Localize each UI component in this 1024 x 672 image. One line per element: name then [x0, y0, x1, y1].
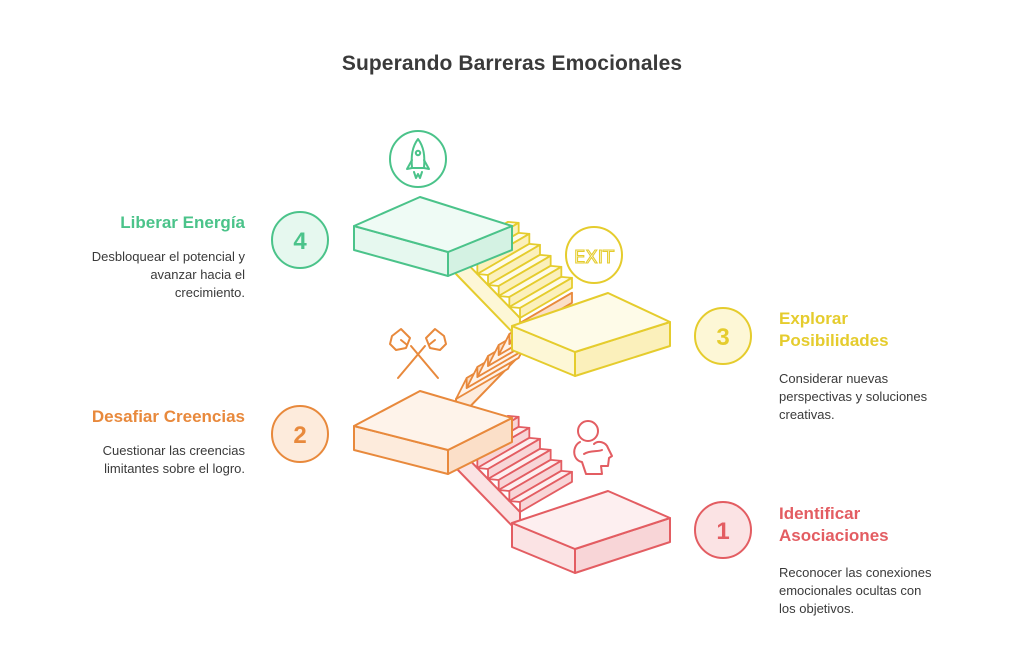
step-2-desc-line: Cuestionar las creencias	[102, 443, 245, 458]
exit-sign-icon: EXIT	[565, 226, 623, 284]
exit-sign-label: EXIT	[574, 247, 615, 268]
rocket-icon	[389, 130, 447, 188]
step-2-description: Cuestionar las creencias limitantes sobr…	[50, 442, 245, 478]
platform-step-2	[353, 390, 513, 475]
step-4-description: Desbloquear el potencial y avanzar hacia…	[50, 248, 245, 302]
step-1-title-line: Identificar	[779, 504, 861, 523]
step-3-description: Considerar nuevas perspectivas y solucio…	[779, 370, 999, 424]
step-number-2: 2	[293, 422, 306, 449]
step-3-title: Explorar Posibilidades	[779, 308, 999, 352]
step-number-circle-1: 1	[694, 501, 752, 559]
step-2-title: Desafiar Creencias	[50, 406, 245, 428]
step-3-desc-line: perspectivas y soluciones	[779, 389, 928, 404]
person-head-icon	[573, 420, 613, 475]
step-number-circle-3: 3	[694, 307, 752, 365]
step-number-circle-4: 4	[271, 211, 329, 269]
stairs-3-to-4-riser	[519, 276, 573, 319]
platform-4-top-face	[353, 196, 513, 253]
platform-step-3	[511, 292, 671, 377]
step-1-description: Reconocer las conexiones emocionales ocu…	[779, 564, 999, 618]
step-4-desc-line: avanzar hacia el	[150, 267, 245, 282]
step-1-title-line: Asociaciones	[779, 526, 889, 545]
step-4-desc-line: crecimiento.	[174, 285, 245, 300]
platform-2-top-face	[353, 390, 513, 451]
step-1-desc-line: Reconocer las conexiones	[779, 565, 932, 580]
step-number-4: 4	[293, 228, 307, 255]
diagram-title: Superando Barreras Emocionales	[341, 52, 683, 75]
step-3-title-line: Explorar	[779, 309, 848, 328]
step-4-desc-line: Desbloquear el potencial y	[91, 249, 245, 264]
platform-1-top-face	[511, 490, 671, 550]
step-3-desc-line: Considerar nuevas	[779, 371, 889, 386]
step-4-title-line: Liberar Energía	[120, 213, 245, 232]
step-number-circle-2: 2	[271, 405, 329, 463]
step-1-title: Identificar Asociaciones	[779, 503, 999, 547]
step-number-3: 3	[716, 324, 729, 351]
step-3-desc-line: creativas.	[779, 407, 835, 422]
platform-step-4	[353, 196, 513, 277]
platform-step-1	[511, 490, 671, 574]
step-3-title-line: Posibilidades	[779, 331, 889, 350]
step-1-desc-line: emocionales ocultas con	[779, 583, 922, 598]
step-2-desc-line: limitantes sobre el logro.	[104, 461, 245, 476]
step-2-title-line: Desafiar Creencias	[91, 407, 245, 426]
platform-3-top-face	[511, 292, 671, 353]
hands-clasp-icon	[389, 328, 447, 379]
step-4-title: Liberar Energía	[50, 212, 245, 234]
step-number-1: 1	[716, 518, 729, 545]
step-1-desc-line: los objetivos.	[779, 601, 855, 616]
stairs-1-to-2-riser	[519, 470, 573, 513]
